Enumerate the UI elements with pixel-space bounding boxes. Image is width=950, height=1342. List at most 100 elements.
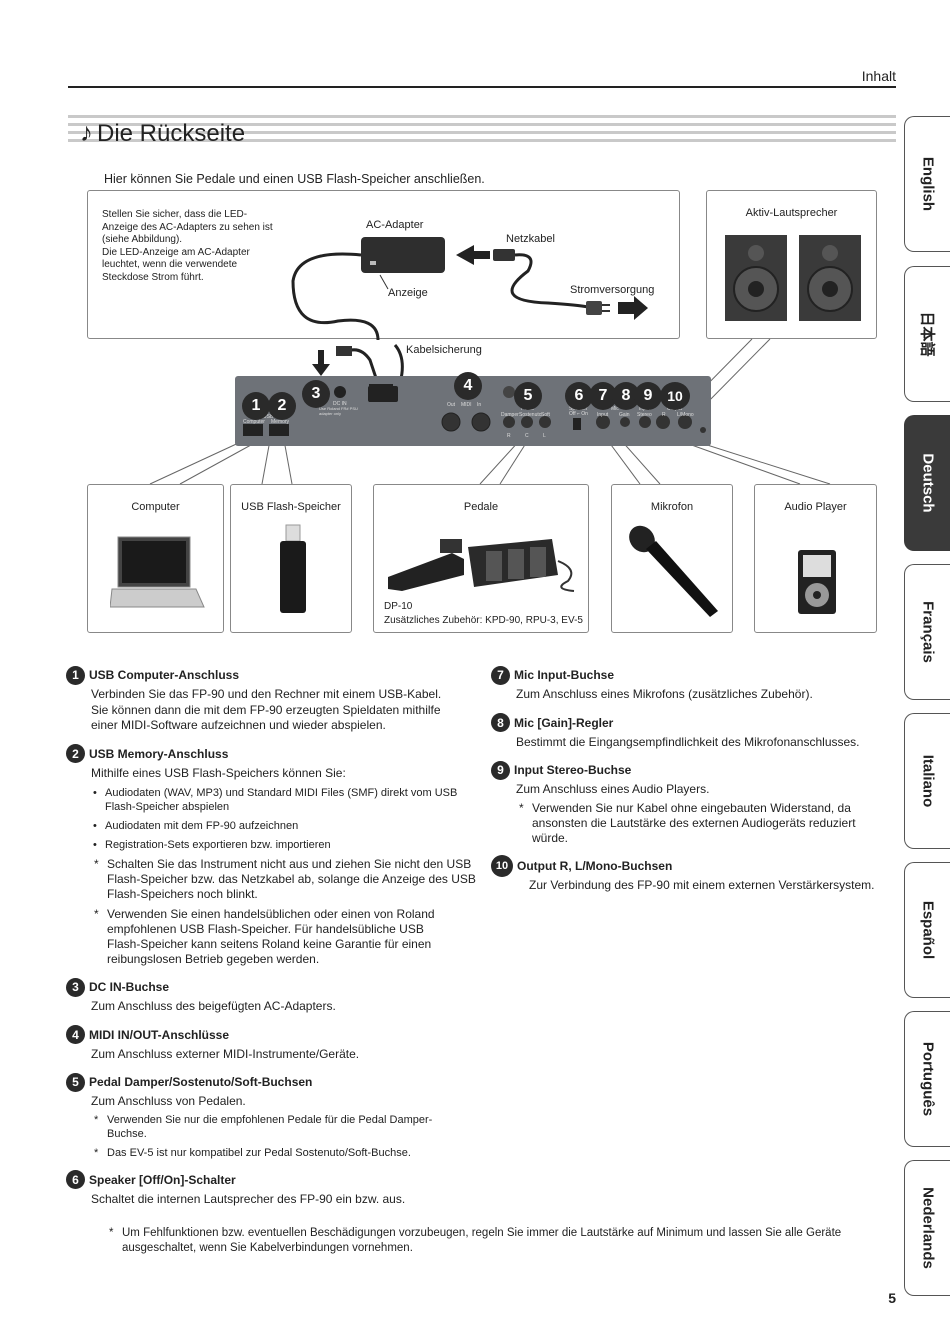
item-title: Pedal Damper/Sostenuto/Soft-Buchsen — [89, 1075, 313, 1089]
computer-label: Computer — [131, 501, 180, 513]
netzkabel-label: Netzkabel — [506, 233, 555, 245]
item-title: Input Stereo-Buchse — [514, 763, 632, 777]
item-number: 8 — [491, 713, 510, 732]
tab-nederlands[interactable]: Nederlands — [904, 1160, 950, 1296]
panel-gain-label: Gain — [619, 412, 630, 418]
tab-japanese[interactable]: 日本語 — [904, 266, 950, 402]
panel-pedal-l-label: L — [543, 433, 546, 439]
usb-brand-logo: Roland — [272, 573, 281, 599]
pedal-unit-icon — [388, 539, 575, 592]
panel-mic-group-label: Mic — [611, 406, 619, 412]
panel-midi-out-label: Out — [447, 402, 456, 408]
note: Das EV-5 ist nur kompatibel zur Pedal So… — [91, 1146, 486, 1160]
rear-panel-jacks — [243, 384, 706, 436]
panel-usb-group-label: USB — [263, 414, 274, 420]
usb-flash-box: USB Flash-Speicher Roland — [230, 484, 352, 633]
panel-sostenuto-label: Sostenuto — [519, 412, 542, 418]
item-number: 2 — [66, 744, 85, 763]
page-title: ♪Die Rückseite — [80, 117, 245, 148]
speakers-box: Aktiv-Lautsprecher — [706, 190, 877, 339]
page-title-text: Die Rückseite — [97, 120, 246, 147]
note: Verwenden Sie nur die empfohlenen Pedale… — [91, 1113, 486, 1141]
usb-flash-label: USB Flash-Speicher — [241, 501, 341, 513]
tab-italiano[interactable]: Italiano — [904, 713, 950, 849]
note: Verwenden Sie einen handelsüblichen oder… — [91, 907, 486, 967]
item-title: DC IN-Buchse — [89, 980, 170, 994]
laptop-icon — [110, 536, 205, 608]
note: Verwenden Sie nur Kabel ohne eingebauten… — [516, 801, 881, 846]
power-note: Stellen Sie sicher, dass die LED- Anzeig… — [102, 209, 273, 283]
list-item: Audiodaten mit dem FP-90 aufzeichnen — [91, 819, 486, 833]
callout-2: 2 — [268, 392, 296, 420]
pedal-accessories: Zusätzliches Zubehör: KPD-90, RPU-3, EV-… — [384, 615, 583, 626]
item-number: 7 — [491, 665, 510, 685]
panel-dc-in-label: DC IN — [333, 401, 347, 407]
item-title: Mic Input-Buchse — [514, 668, 615, 682]
item-number: 6 — [66, 1170, 85, 1189]
item-number: 4 — [66, 1025, 85, 1044]
item-title: Output R, L/Mono-Buchsen — [517, 858, 673, 873]
item-number: 1 — [66, 665, 85, 685]
item-number: 3 — [66, 977, 85, 997]
callout-4: 4 — [454, 372, 482, 400]
power-connection-box: Stellen Sie sicher, dass die LED- Anzeig… — [87, 190, 680, 340]
pedale-box: Pedale DP-10 Zusätzliches Zubehör: KPD-9… — [373, 484, 589, 633]
panel-speaker-switch-label: Off ⌐ On — [569, 411, 588, 417]
speakers-label: Aktiv-Lautsprecher — [745, 207, 838, 219]
header-rule — [68, 86, 896, 88]
panel-dc-in-note: Use Roland FR# PSU adapter only — [319, 406, 358, 416]
footer-note: Um Fehlfunktionen bzw. eventuellen Besch… — [106, 1226, 876, 1256]
pedal-model: DP-10 — [384, 601, 413, 612]
callout-5: 5 — [514, 382, 542, 410]
panel-output-r-label: R — [662, 412, 666, 418]
panel-damper-label: Damper — [501, 412, 519, 418]
tab-deutsch[interactable]: Deutsch — [904, 415, 950, 551]
contents-link[interactable]: Inhalt — [861, 68, 896, 84]
panel-computer-label: Computer — [243, 419, 265, 425]
item-title: USB Computer-Anschluss — [89, 668, 240, 682]
audio-player-icon — [798, 550, 836, 614]
panel-midi-in-label: In — [477, 402, 482, 408]
item-title: USB Memory-Anschluss — [89, 746, 229, 761]
tab-francais[interactable]: Français — [904, 564, 950, 700]
mikrofon-box: Mikrofon — [611, 484, 733, 633]
panel-pedal-c-label: C — [525, 433, 529, 439]
list-item: Registration-Sets exportieren bzw. impor… — [91, 838, 486, 852]
page-number: 5 — [888, 1290, 896, 1306]
panel-output-l-mono-label: L/Mono — [677, 412, 694, 418]
intro-text: Hier können Sie Pedale und einen USB Fla… — [104, 172, 485, 186]
pedale-label: Pedale — [463, 501, 499, 513]
speaker-pair-icon — [725, 235, 861, 321]
item-title: Mic [Gain]-Regler — [514, 715, 614, 730]
audio-player-box: Audio Player — [754, 484, 877, 633]
tab-english[interactable]: English — [904, 116, 950, 252]
panel-midi-group-label: MIDI — [461, 402, 472, 408]
connection-lines — [149, 338, 831, 485]
callout-3: 3 — [302, 380, 330, 408]
item-number: 5 — [66, 1072, 85, 1092]
cable-lock — [368, 386, 398, 402]
panel-soft-label: Soft — [541, 412, 550, 418]
callout-6: 6 — [565, 382, 593, 410]
computer-box: Computer — [87, 484, 224, 633]
stromversorgung-label: Stromversorgung — [570, 284, 655, 296]
tab-portugues[interactable]: Português — [904, 1011, 950, 1147]
bullet-list: Audiodaten (WAV, MP3) und Standard MIDI … — [66, 786, 486, 852]
mikrofon-label: Mikrofon — [650, 501, 694, 513]
tab-espanol[interactable]: Español — [904, 862, 950, 998]
panel-input-label: Input — [597, 412, 609, 418]
item-number: 10 — [491, 854, 513, 877]
item-title: Speaker [Off/On]-Schalter — [89, 1172, 236, 1187]
music-note-icon: ♪ — [80, 117, 93, 147]
audio-player-label: Audio Player — [784, 501, 847, 513]
ac-adapter-drawing — [291, 237, 648, 340]
